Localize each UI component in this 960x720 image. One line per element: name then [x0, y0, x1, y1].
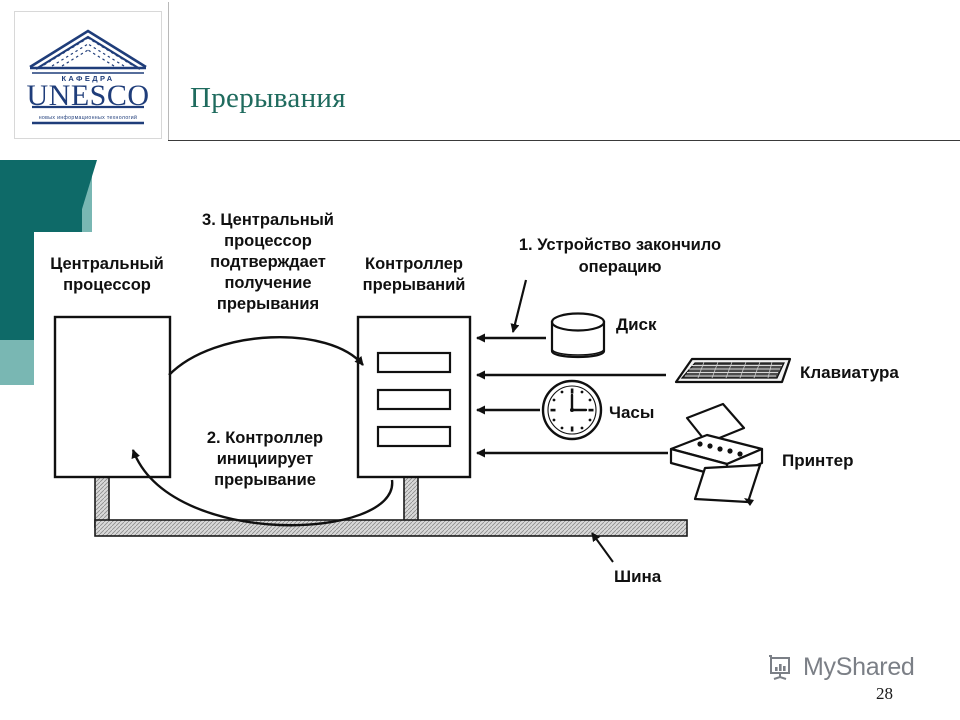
svg-text:прерывание: прерывание — [214, 471, 316, 489]
keyboard-icon — [674, 357, 792, 384]
watermark-text: MyShared — [803, 652, 915, 681]
unesco-chair-logo: КАФЕДРА UNESCO новых информационных техн… — [14, 11, 162, 139]
page-number: 28 — [876, 684, 893, 703]
printer-icon — [669, 402, 764, 506]
controller-slot-3 — [376, 425, 452, 448]
logo-svg: КАФЕДРА UNESCO новых информационных техн… — [26, 29, 149, 125]
myshared-watermark: MyShared — [766, 652, 915, 682]
step-2-label: 2. Контроллер инициирует прерывание — [207, 429, 323, 489]
svg-text:2. Контроллер: 2. Контроллер — [207, 429, 323, 447]
cpu-label-line1: Центральный — [50, 255, 164, 273]
svg-text:КАФЕДРА: КАФЕДРА — [61, 74, 114, 83]
controller-block — [356, 315, 472, 479]
arrow-controller-to-cpu — [131, 449, 394, 527]
disk-icon — [550, 312, 606, 359]
interrupt-diagram-svg: Шина Центральный процессор Контроллер пр… — [50, 211, 899, 586]
controller-label-line1: Контроллер — [365, 255, 463, 273]
step-1-pointer — [510, 279, 528, 333]
svg-text:UNESCO: UNESCO — [26, 79, 149, 112]
bus-pointer — [591, 532, 614, 563]
page-title: Прерывания — [190, 82, 346, 114]
cpu-label-line2: процессор — [63, 276, 151, 294]
clock-icon — [541, 379, 603, 441]
controller-slot-1 — [376, 351, 452, 374]
svg-text:1. Устройство закончило: 1. Устройство закончило — [519, 236, 721, 254]
svg-text:процессор: процессор — [224, 232, 312, 250]
header-divider-vertical — [168, 2, 169, 140]
svg-text:подтверждает: подтверждает — [210, 253, 326, 271]
svg-text:операцию: операцию — [579, 258, 662, 276]
keyboard-label: Клавиатура — [800, 363, 899, 382]
step-1-label: 1. Устройство закончило операцию — [519, 236, 721, 276]
svg-text:3. Центральный: 3. Центральный — [202, 211, 334, 229]
bus-label: Шина — [614, 567, 662, 586]
device-signal-lines — [476, 333, 668, 458]
svg-text:инициирует: инициирует — [217, 450, 314, 468]
clock-label: Часы — [609, 403, 654, 422]
arrow-cpu-to-controller — [168, 336, 364, 376]
presentation-chart-icon — [769, 655, 790, 680]
controller-slot-2 — [376, 388, 452, 411]
bus-structure — [94, 474, 688, 537]
svg-text:прерывания: прерывания — [217, 295, 319, 313]
step-3-label: 3. Центральный процессор подтверждает по… — [202, 211, 334, 313]
logo-artwork: КАФЕДРА UNESCO новых информационных техн… — [22, 19, 154, 131]
interrupt-diagram: Шина Центральный процессор Контроллер пр… — [0, 150, 960, 620]
printer-label: Принтер — [782, 451, 854, 470]
cpu-block — [53, 315, 172, 479]
svg-text:получение: получение — [224, 274, 311, 292]
header-divider-horizontal — [168, 140, 960, 141]
svg-text:новых информационных технологи: новых информационных технологий — [39, 114, 138, 121]
disk-label: Диск — [616, 315, 657, 334]
controller-label-line2: прерываний — [363, 276, 466, 294]
